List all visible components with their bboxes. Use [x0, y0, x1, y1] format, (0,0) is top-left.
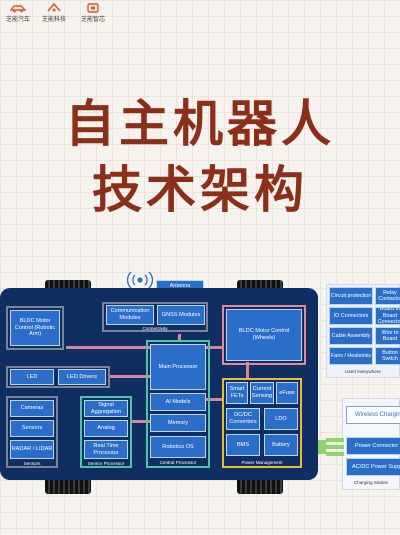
tech-icon: [47, 3, 61, 12]
central-processor-label: Central Processor: [159, 460, 197, 465]
signal-aggregation-block: Signal Aggregation: [84, 400, 128, 417]
used-item: IO Connectors: [329, 307, 373, 325]
battery-block: Battery: [264, 434, 298, 456]
connectivity-label: Connectivity: [142, 326, 168, 331]
ldo-block: LDO: [264, 408, 298, 430]
page-title-line-1: 自主机器人: [65, 95, 335, 153]
power-management-group: [222, 378, 302, 468]
dcdc-converters-block: DC/DC Converters: [226, 408, 260, 430]
cameras-block: Cameras: [10, 400, 54, 417]
smart-icon: [87, 3, 99, 13]
used-item: Fans / Heatsinks: [329, 347, 373, 365]
connector-line: [110, 375, 150, 378]
power-connector-block: Power Connector: [346, 437, 400, 455]
led-block: LED: [10, 369, 54, 385]
antenna-icon: [127, 271, 153, 289]
used-item: Circuit protection: [329, 287, 373, 305]
sensors-block: Sensors: [10, 420, 54, 437]
bms-block: BMS: [226, 434, 260, 456]
wireless-charging-block: Wireless Charging: [346, 406, 400, 424]
logo-label: 芝能汽车: [6, 17, 31, 23]
led-drivers-block: LED Drivers: [58, 369, 106, 385]
current-sensing-block: Current Sensing: [250, 382, 274, 404]
used-item: Cable Assembly: [329, 327, 373, 345]
communication-modules-block: Communication Modules: [106, 305, 154, 325]
logo-label: 芝能智芯: [81, 17, 106, 23]
page-title-line-2: 技术架构: [92, 161, 308, 219]
connectivity-group: [102, 302, 208, 332]
gnss-modules-block: GNSS Modules: [157, 305, 205, 325]
used-item: Wire to Board: [375, 327, 400, 345]
connector-line: [246, 362, 249, 380]
sensor-processor-label: Sensor Processor: [87, 461, 125, 466]
connector-line: [178, 334, 181, 342]
analog-block: Analog: [84, 420, 128, 437]
connector-line: [66, 346, 150, 349]
acdc-power-supply-block: AC/DC Power Supply: [346, 458, 400, 476]
ai-models-block: AI Models: [150, 393, 206, 411]
sensor-processor-group: [80, 396, 132, 468]
used-item: Relay Contactor: [375, 287, 400, 305]
wheel-rear-right: [237, 478, 283, 494]
robotics-os-block: Robotics OS: [150, 436, 206, 458]
used-item: Button Switch: [375, 347, 400, 365]
bldc-arm-group: [6, 306, 64, 350]
efuse-block: eFuse: [276, 382, 298, 404]
connector-line: [200, 398, 224, 401]
sensors-label: Sensors: [23, 461, 41, 466]
real-time-processor-block: Real Time Processor: [84, 440, 128, 459]
connector-line: [206, 346, 224, 349]
used-item: Board to Board Connector: [375, 307, 400, 325]
logo-label: 芝能科技: [42, 17, 67, 23]
memory-block: Memory: [150, 414, 206, 432]
smart-fets-block: Smart FETs: [226, 382, 248, 404]
plug-connector-icon: [318, 438, 344, 456]
bldc-wheels-group: [222, 305, 306, 365]
power-management-label: Power Management: [241, 460, 283, 465]
logo-zhineng-auto: 芝能汽车: [6, 3, 30, 23]
used-everywhere-label: Used everywhere: [345, 369, 381, 374]
wheel-rear-left: [45, 478, 91, 494]
central-processor-group: [146, 340, 210, 468]
led-group: [6, 366, 110, 388]
main-processor-block: Main Processor: [150, 344, 206, 390]
logo-zhineng-chip: 芝能智芯: [81, 3, 105, 23]
charging-station-label: Charging Station: [353, 480, 389, 485]
bldc-arm-block: BLDC Motor Control (Robotic Arm): [10, 310, 60, 346]
logo-zhineng-tech: 芝能科技: [42, 3, 66, 23]
bldc-wheels-block: BLDC Motor Control (Wheels): [226, 309, 302, 361]
smart-car-icon: [10, 5, 26, 13]
sensors-group: [6, 396, 58, 468]
radar-lidar-block: RADAR / LIDAR: [10, 440, 54, 459]
connector-line: [130, 420, 150, 423]
